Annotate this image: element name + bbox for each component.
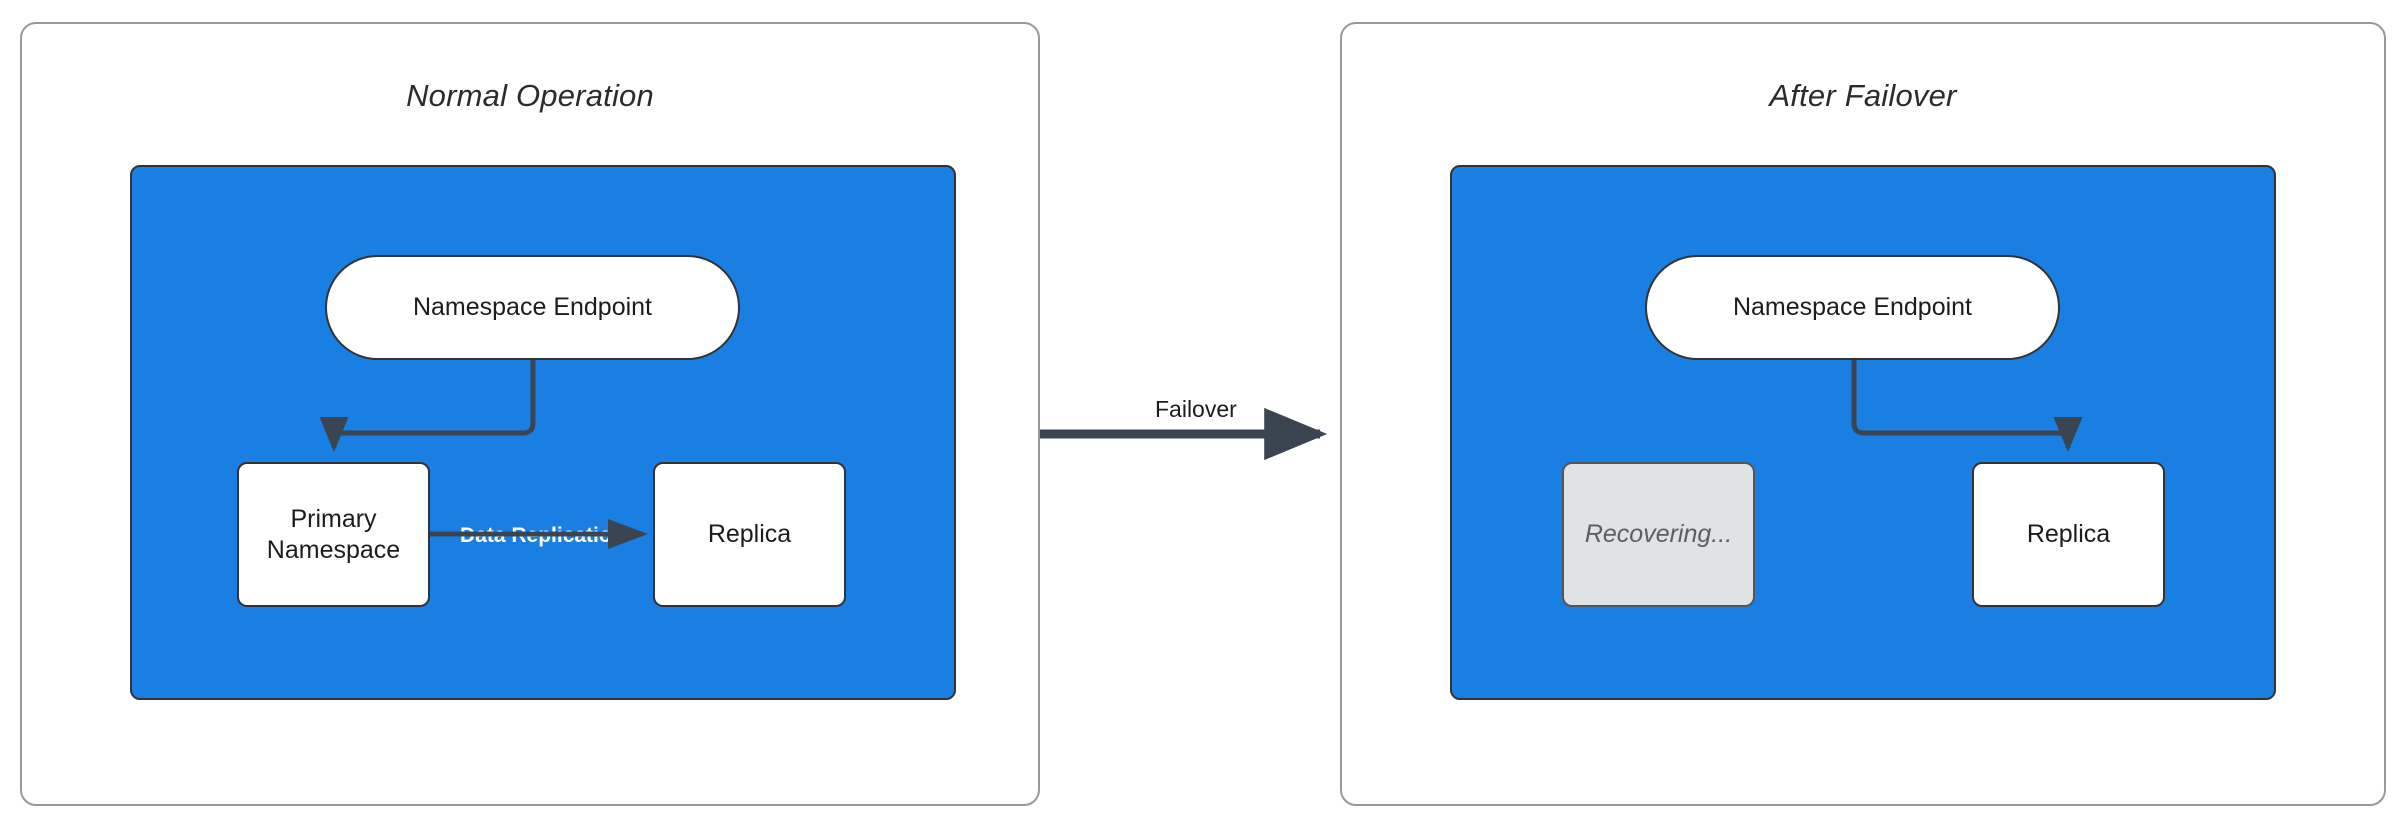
zone-after-failover xyxy=(1450,165,2276,700)
node-namespace-endpoint-left[interactable]: Namespace Endpoint xyxy=(325,255,740,360)
panel-title-after-failover: After Failover xyxy=(1769,78,1957,113)
node-label: Replica xyxy=(707,520,792,549)
node-label: Namespace Endpoint xyxy=(1732,293,1973,322)
node-label-line2: Namespace xyxy=(266,535,401,564)
edge-label-data-replication: Data Replication xyxy=(460,524,625,547)
node-recovering[interactable]: Recovering... xyxy=(1562,462,1755,607)
node-label: Replica xyxy=(2026,520,2111,549)
node-label-line1: Primary xyxy=(290,505,377,533)
node-replica-right[interactable]: Replica xyxy=(1972,462,2165,607)
node-label: Namespace Endpoint xyxy=(412,293,653,322)
node-namespace-endpoint-right[interactable]: Namespace Endpoint xyxy=(1645,255,2060,360)
edge-label-failover: Failover xyxy=(1155,396,1237,422)
zone-normal-operation xyxy=(130,165,956,700)
node-label: Recovering... xyxy=(1584,520,1733,549)
node-replica-left[interactable]: Replica xyxy=(653,462,846,607)
panel-title-normal-operation: Normal Operation xyxy=(406,78,654,113)
